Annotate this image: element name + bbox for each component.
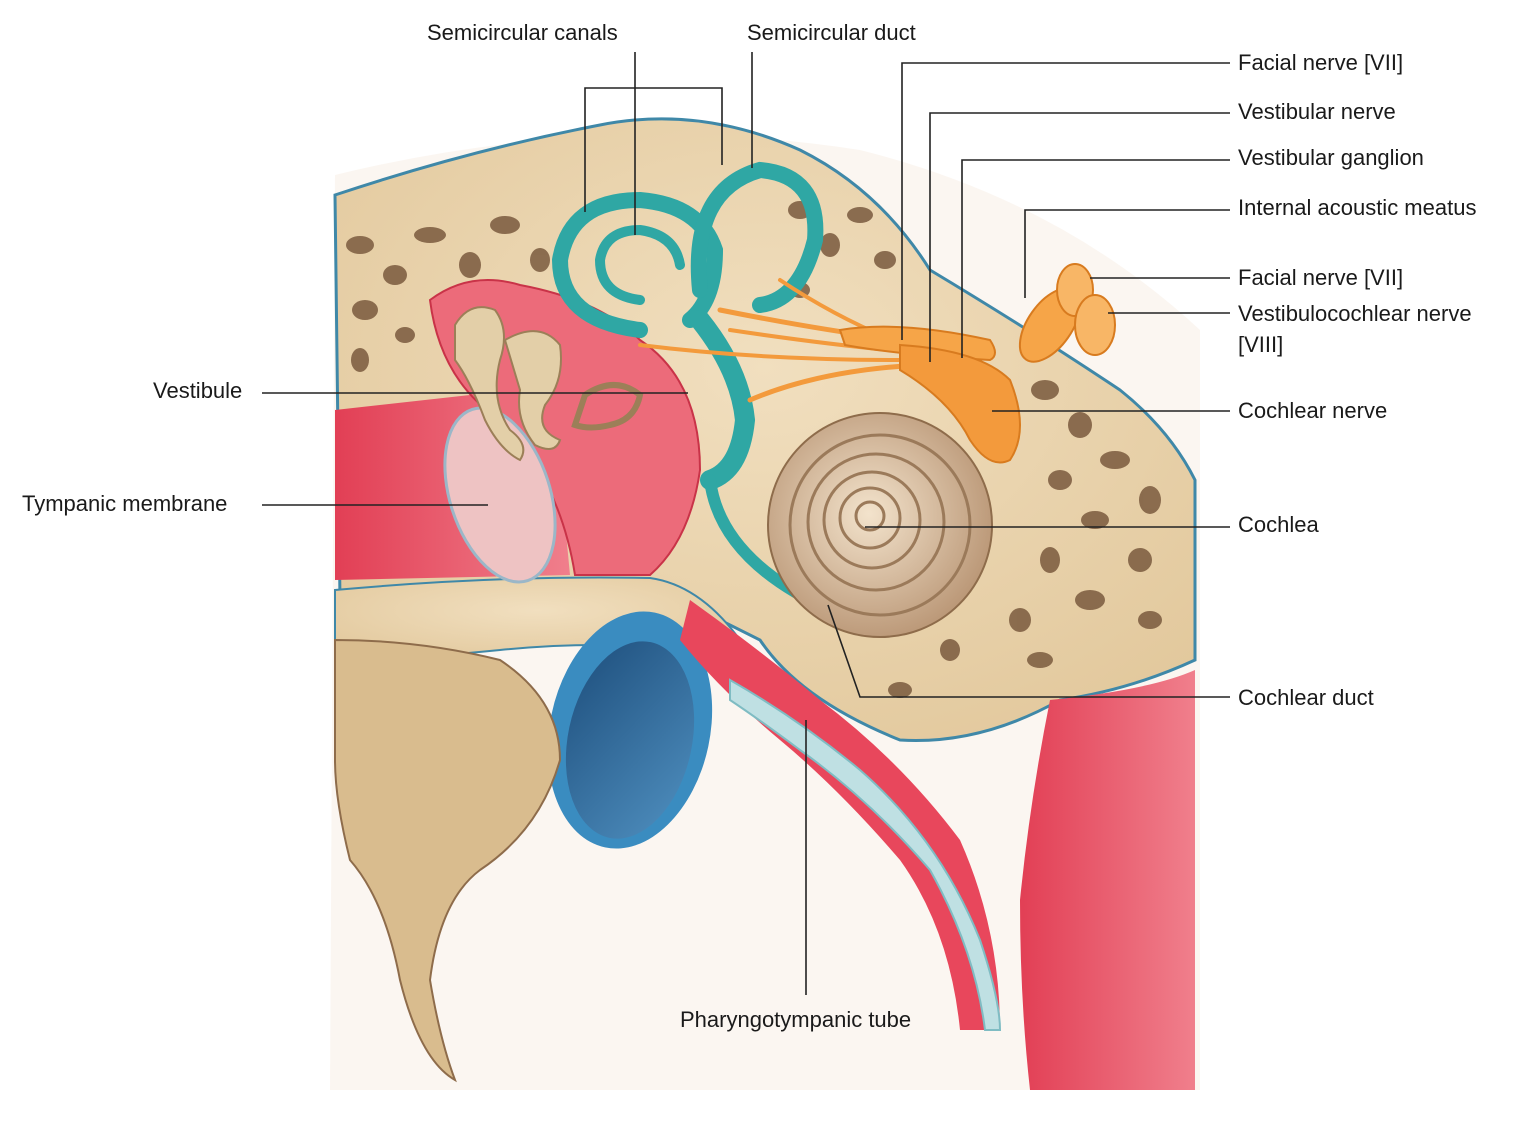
nasopharynx-wall [1020, 670, 1195, 1090]
styloid-process [334, 638, 562, 1083]
leader-lines [262, 52, 1230, 995]
vessel-lumen [565, 641, 695, 839]
label-tympanic-membrane: Tympanic membrane [22, 491, 228, 516]
facial-nerve-shape [838, 325, 996, 362]
label-vestibular-nerve: Vestibular nerve [1238, 99, 1396, 124]
label-vestibular-ganglion: Vestibular ganglion [1238, 145, 1424, 170]
ossicles [454, 306, 644, 462]
label-semicircular-canals: Semicircular canals [427, 20, 618, 45]
tympanic-membrane-shape [443, 406, 557, 584]
label-pharyngotympanic-tube: Pharyngotympanic tube [680, 1007, 912, 1032]
label-vestibulocochlear-nerve: Vestibulocochlear nerve [1238, 301, 1472, 326]
label-cochlear-nerve: Cochlear nerve [1238, 398, 1388, 423]
label-facial-nerve-top: Facial nerve [VII] [1238, 50, 1404, 75]
cochlear-nerve-shape [899, 343, 1021, 464]
label-cochlea: Cochlea [1238, 512, 1319, 537]
label-internal-acoustic-meatus: Internal acoustic meatus [1238, 195, 1477, 220]
label-cochlear-duct: Cochlear duct [1238, 685, 1374, 710]
meatus-nerve-stumps [1018, 263, 1116, 363]
label-vestibule: Vestibule [153, 378, 243, 403]
cochlea-spiral [788, 433, 972, 617]
tube-cartilage [729, 678, 1002, 1031]
label-vestibulocochlear-nerve-numeral: [VIII] [1238, 332, 1284, 357]
label-facial-nerve-stump: Facial nerve [VII] [1238, 265, 1404, 290]
label-semicircular-duct: Semicircular duct [747, 20, 916, 45]
